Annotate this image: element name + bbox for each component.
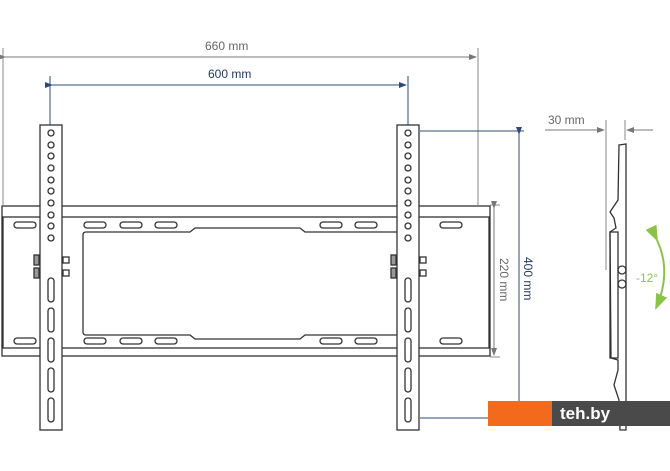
overall-width-dimension: 660 mm: [0, 39, 479, 205]
tilt-indicator: -12°: [636, 224, 668, 310]
vesa-horizontal-dimension: 600 mm: [45, 67, 409, 128]
vesa-vertical-label: 400 mm: [521, 257, 535, 300]
logo-orange-block: [488, 401, 552, 426]
right-arm: [390, 124, 427, 431]
plate-height-dimension: 220 mm: [490, 201, 511, 358]
logo-text: teh.by: [552, 401, 670, 426]
wall-distance-label: 30 mm: [548, 113, 585, 127]
left-arm: [33, 124, 70, 431]
wall-distance-dimension: 30 mm: [545, 113, 653, 133]
plate-height-label: 220 mm: [497, 258, 511, 301]
side-view: [605, 120, 627, 431]
watermark-logo: teh.by: [488, 401, 670, 426]
overall-width-label: 660 mm: [205, 39, 248, 53]
vesa-horizontal-label: 600 mm: [208, 67, 251, 81]
tilt-angle-label: -12°: [636, 271, 658, 285]
